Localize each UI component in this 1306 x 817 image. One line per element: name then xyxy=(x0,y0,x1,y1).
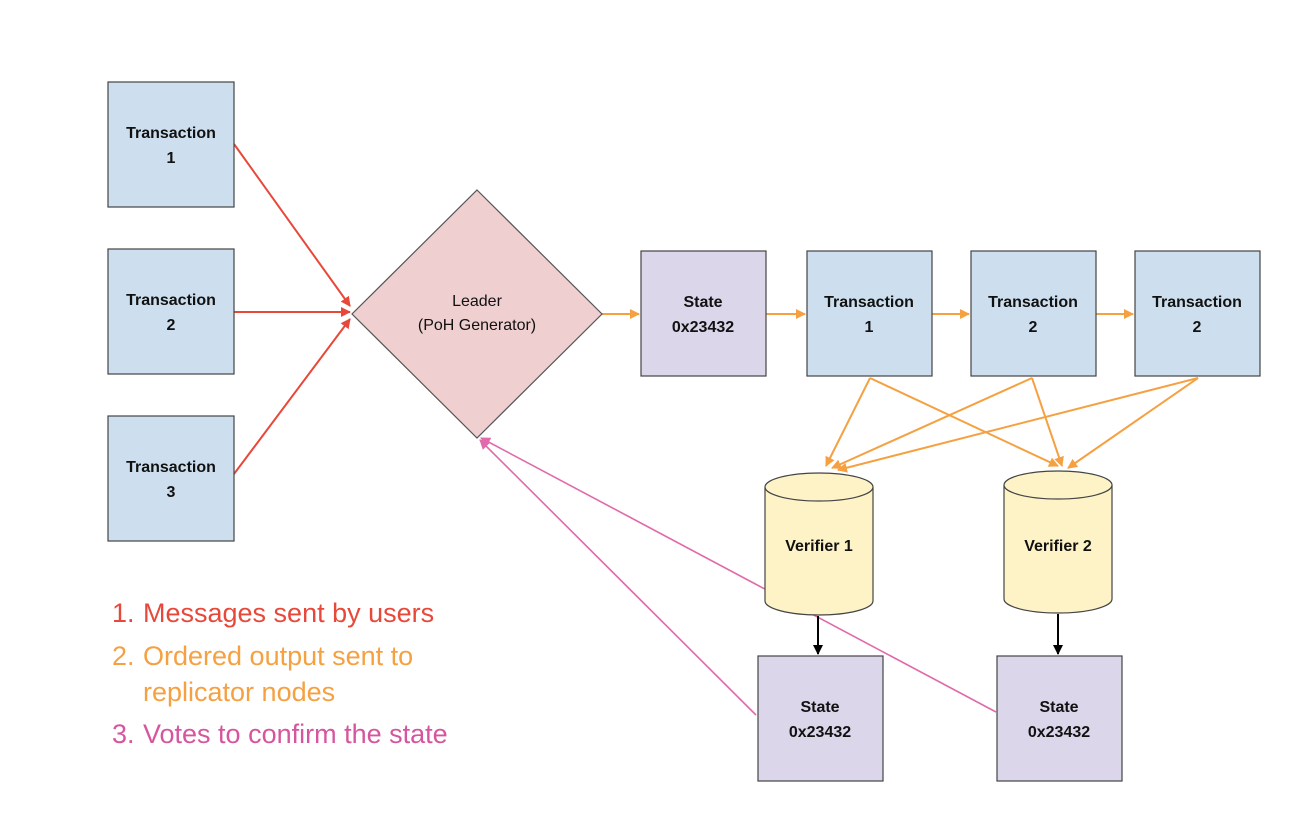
chain-transaction-2-line1: Transaction xyxy=(988,294,1078,311)
arrow-tx1-to-verifier2 xyxy=(869,377,1059,467)
legend-item-3-number: 3. xyxy=(112,719,135,749)
verifier-2-state-line2: 0x23432 xyxy=(1028,724,1090,741)
verifier-2-cylinder: Verifier 2 xyxy=(1003,470,1113,614)
leader-line1: Leader xyxy=(452,293,502,310)
chain-transaction-2: Transaction 2 xyxy=(970,250,1097,377)
arrow-vote-state1-to-leader xyxy=(479,439,757,716)
legend-item-3-text: Votes to confirm the state xyxy=(143,719,448,749)
legend-item-2-number: 2. xyxy=(112,641,135,671)
chain-transaction-1-line2: 1 xyxy=(865,319,874,336)
input-transaction-2: Transaction 2 xyxy=(107,248,235,375)
verifier-1-state-line2: 0x23432 xyxy=(789,724,851,741)
chain-state: State 0x23432 xyxy=(640,250,767,377)
ordered-output-arrows xyxy=(602,309,1199,473)
vote-arrows xyxy=(479,437,997,716)
input-transaction-2-line1: Transaction xyxy=(126,292,216,309)
input-transaction-3-line1: Transaction xyxy=(126,459,216,476)
user-message-arrows xyxy=(233,143,351,475)
verifier-output-arrows xyxy=(813,614,1063,655)
input-transaction-3-line2: 3 xyxy=(167,484,176,501)
arrow-input1-to-leader xyxy=(233,143,351,307)
verifier-2-label: Verifier 2 xyxy=(1024,538,1092,555)
chain-transaction-3: Transaction 2 xyxy=(1134,250,1261,377)
arrow-tx3-to-verifier1 xyxy=(837,377,1199,473)
legend-item-2-text-cont: replicator nodes xyxy=(143,677,335,707)
input-transaction-1: Transaction 1 xyxy=(107,81,235,208)
arrow-tx2-to-verifier1 xyxy=(831,377,1033,469)
verifier-1-label: Verifier 1 xyxy=(785,538,853,555)
input-transaction-1-line1: Transaction xyxy=(126,125,216,142)
legend-item-1-text: Messages sent by users xyxy=(143,598,434,628)
verifier-2-state: State 0x23432 xyxy=(996,655,1123,782)
leader-line2: (PoH Generator) xyxy=(418,317,536,334)
verifier-2-state-line1: State xyxy=(1039,699,1078,716)
arrow-input3-to-leader xyxy=(233,318,351,475)
arrow-tx3-to-verifier2 xyxy=(1067,377,1199,469)
input-transaction-3: Transaction 3 xyxy=(107,415,235,542)
chain-state-line2: 0x23432 xyxy=(672,319,734,336)
chain-state-line1: State xyxy=(683,294,722,311)
chain-transaction-3-line2: 2 xyxy=(1193,319,1202,336)
input-transaction-1-line2: 1 xyxy=(167,150,176,167)
chain-transaction-3-line1: Transaction xyxy=(1152,294,1242,311)
arrow-tx1-to-verifier1 xyxy=(825,377,871,467)
legend: 1. Messages sent by users 2. Ordered out… xyxy=(112,598,448,749)
verifier-1-state: State 0x23432 xyxy=(757,655,884,782)
arrow-tx2-to-verifier2 xyxy=(1031,377,1064,467)
legend-item-1-number: 1. xyxy=(112,598,135,628)
arrow-vote-state2-to-leader xyxy=(480,437,997,713)
chain-transaction-2-line2: 2 xyxy=(1029,319,1038,336)
verifier-1-cylinder: Verifier 1 xyxy=(764,472,874,616)
chain-transaction-1: Transaction 1 xyxy=(806,250,933,377)
input-transaction-2-line2: 2 xyxy=(167,317,176,334)
chain-transaction-1-line1: Transaction xyxy=(824,294,914,311)
leader-poh-generator: Leader (PoH Generator) xyxy=(351,189,603,439)
verifier-1-state-line1: State xyxy=(800,699,839,716)
legend-item-2-text: Ordered output sent to xyxy=(143,641,413,671)
